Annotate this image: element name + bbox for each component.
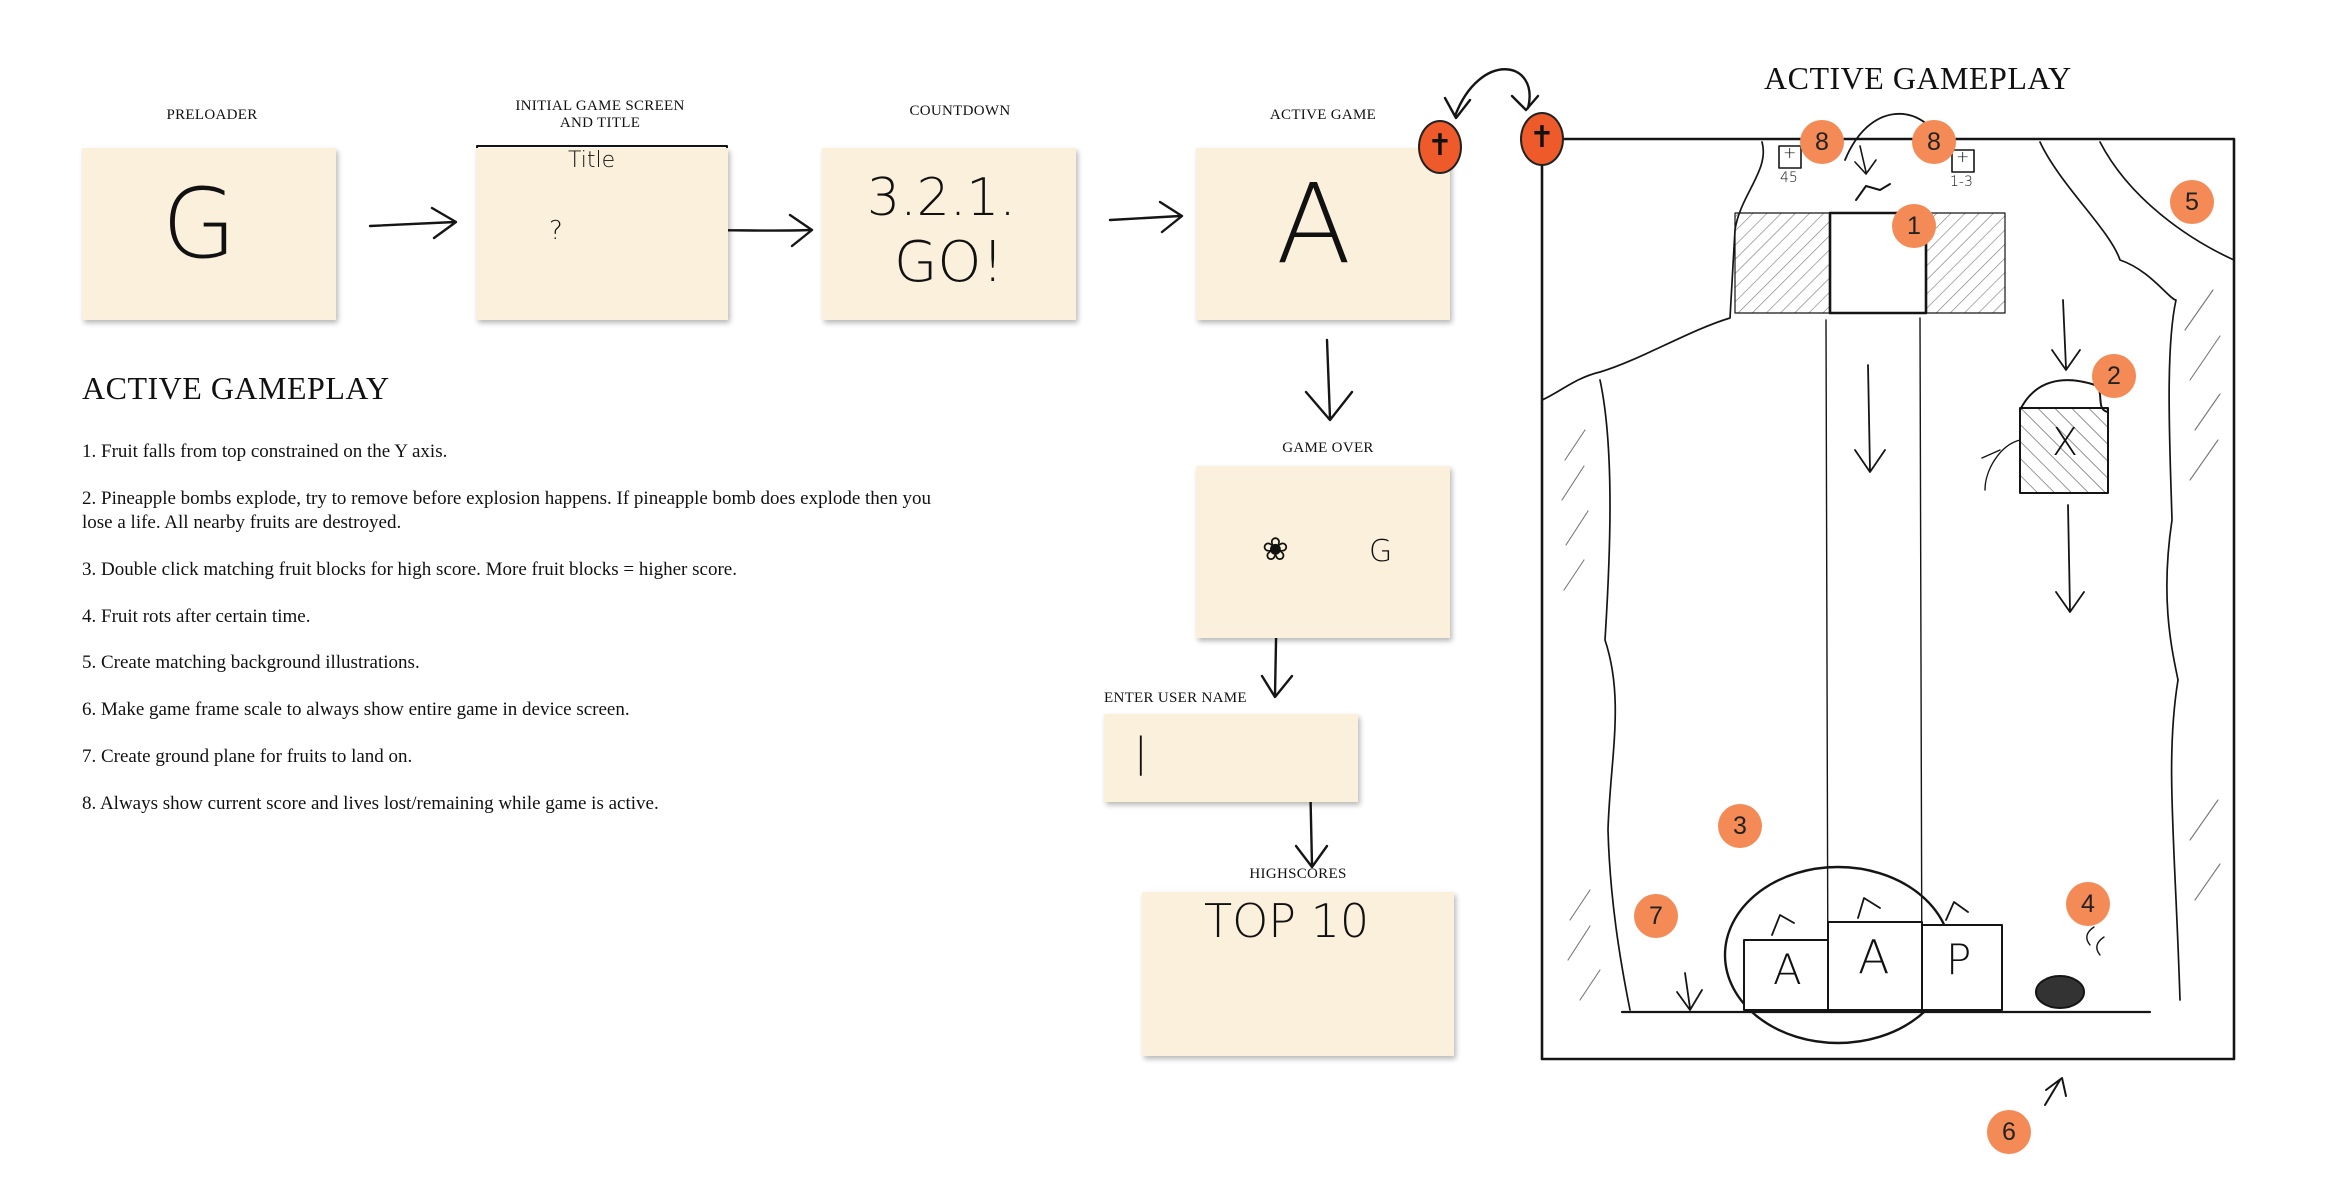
lives-hud-icon: + xyxy=(1956,147,1970,166)
orange-ball-left: ✝ xyxy=(1418,120,1462,174)
score-flower-icon: ❀ xyxy=(1262,530,1289,568)
note-item: 7. Create ground plane for fruits to lan… xyxy=(82,745,413,767)
badge-2-pineapple-bomb: 2 xyxy=(2092,354,2136,398)
badge-4-rot: 4 xyxy=(2066,882,2110,926)
name-input-cursor: | xyxy=(1134,730,1148,776)
highscores-label: HIGHSCORES xyxy=(1249,866,1347,882)
title-bar-text: Title xyxy=(568,148,616,173)
arrow-active-to-gameover xyxy=(1304,338,1354,422)
countdown-label: COUNTDOWN xyxy=(909,103,1011,119)
game-frame xyxy=(1540,137,2236,1061)
note-item: 5. Create matching background illustrati… xyxy=(82,652,420,674)
badge-5-background: 5 xyxy=(2170,180,2214,224)
initial-label: INITIAL GAME SCREEN AND TITLE xyxy=(515,98,685,132)
gameplay-heading: ACTIVE GAMEPLAY xyxy=(1764,60,2072,96)
note-item: 1. Fruit falls from top constrained on t… xyxy=(82,441,448,462)
badge-8-lives: 8 xyxy=(1912,120,1956,164)
preloader-card: G xyxy=(82,148,336,320)
note-item: 3. Double click matching fruit blocks fo… xyxy=(82,559,737,581)
badge-1-falling-fruit: 1 xyxy=(1892,204,1936,248)
preloader-glyph: G xyxy=(162,168,237,280)
arrow-countdown-to-active xyxy=(1108,200,1184,234)
highscores-card: TOP 10 xyxy=(1142,892,1454,1056)
enter-name-card: | xyxy=(1104,714,1358,802)
countdown-line2: GO! xyxy=(894,230,1004,295)
enter-name-label: ENTER USER NAME xyxy=(1104,690,1247,706)
preloader-label: PRELOADER xyxy=(166,107,258,123)
badge-8-score: 8 xyxy=(1800,120,1844,164)
swap-arrow xyxy=(1443,68,1540,120)
badge-6-frame-scale: 6 xyxy=(1987,1110,2031,1154)
note-item: 4. Fruit rots after certain time. xyxy=(82,605,311,627)
lives-hud-value: 1-3 xyxy=(1950,174,1973,190)
countdown-line1: 3.2.1. xyxy=(867,168,1016,228)
bomb-glyph: X xyxy=(2052,420,2079,464)
arrow-preloader-to-initial xyxy=(368,206,458,240)
game-over-card: ❀ G xyxy=(1196,466,1450,638)
note-item: 2. Pineapple bombs explode, try to remov… xyxy=(82,487,931,534)
highscores-title: TOP 10 xyxy=(1204,894,1370,948)
score-hud-icon: + xyxy=(1783,143,1797,162)
fruit-block-a1: A xyxy=(1773,945,1802,994)
note-item: 8. Always show current score and lives l… xyxy=(82,792,659,814)
countdown-card: 3.2.1. GO! xyxy=(822,148,1076,320)
game-over-label: GAME OVER xyxy=(1282,440,1374,456)
active-game-label: ACTIVE GAME xyxy=(1269,107,1377,123)
fruit-block-p: P xyxy=(1946,935,1972,984)
badge-3-match: 3 xyxy=(1718,804,1762,848)
active-game-glyph: A xyxy=(1276,160,1352,288)
badge-7-ground: 7 xyxy=(1634,894,1678,938)
orange-ball-right: ✝ xyxy=(1520,112,1564,166)
active-game-card: A xyxy=(1196,148,1450,320)
initial-card: Title ? xyxy=(476,148,728,320)
note-item: 6. Make game frame scale to always show … xyxy=(82,699,630,721)
score-hud-value: 45 xyxy=(1780,170,1798,186)
notes-heading: ACTIVE GAMEPLAY xyxy=(82,370,390,406)
help-button-glyph: ? xyxy=(549,216,563,246)
notes-list: 1. Fruit falls from top constrained on t… xyxy=(82,440,962,838)
fruit-block-a2: A xyxy=(1858,930,1890,984)
restart-glyph: G xyxy=(1369,534,1393,569)
